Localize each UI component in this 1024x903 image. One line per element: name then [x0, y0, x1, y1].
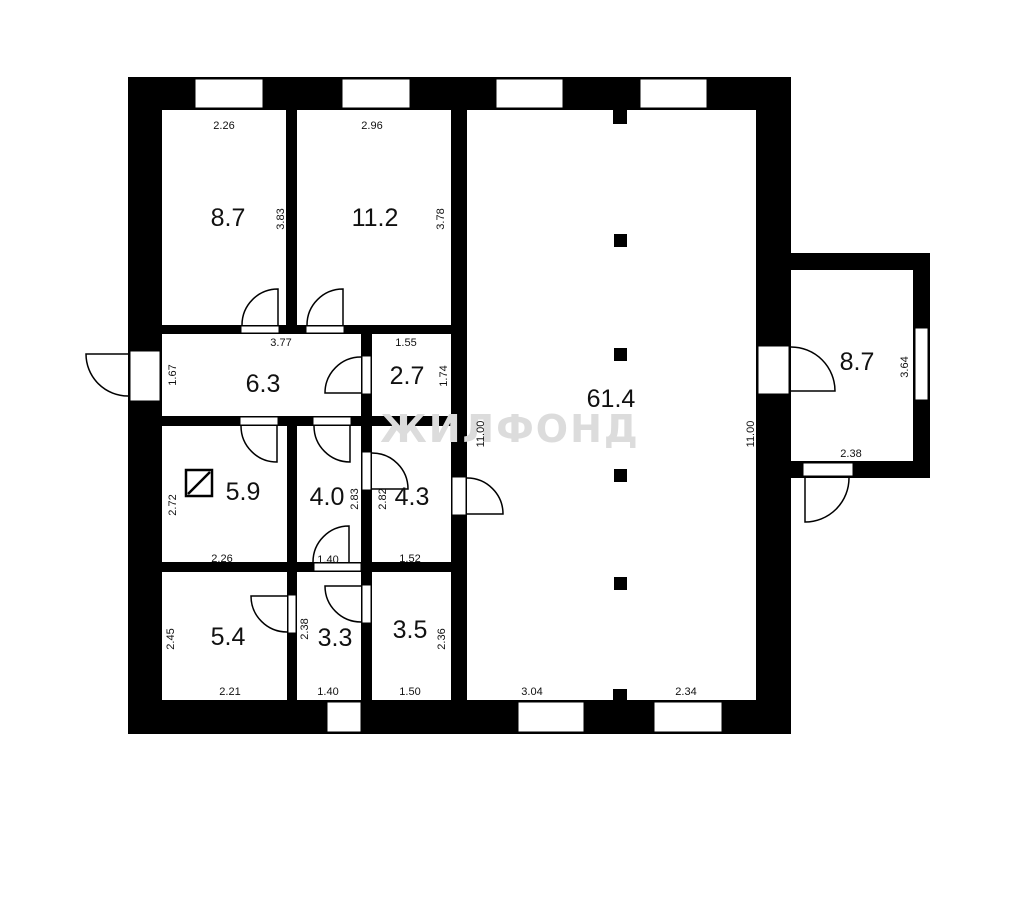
dim-2-38-annex: 2.38 [840, 448, 861, 460]
windows [194, 78, 929, 733]
door-swing-4-0 [313, 425, 351, 463]
door-gap-left-entry [129, 350, 161, 402]
door-openings [129, 325, 854, 733]
room-area-8-7: 8.7 [211, 204, 246, 232]
room-area-4-3: 4.3 [395, 483, 430, 511]
dim-1-50: 1.50 [399, 686, 420, 698]
door-swing-4-3 [371, 452, 409, 490]
dim-2-38-small: 2.38 [299, 618, 311, 639]
door-swing-annex [790, 346, 836, 392]
dim-2-96: 2.96 [361, 120, 382, 132]
dim-2-83: 2.83 [349, 488, 361, 509]
dim-1-52: 1.52 [399, 553, 420, 565]
column-4 [614, 469, 627, 482]
wall-left [128, 77, 162, 734]
dim-2-82: 2.82 [377, 488, 389, 509]
window-top-4 [639, 78, 708, 109]
wall-between-rooms-top [286, 110, 297, 325]
window-bottom-1 [517, 701, 585, 733]
dim-1-74: 1.74 [438, 365, 450, 386]
door-swing-5-4 [250, 595, 288, 633]
door-gap-3-5 [361, 584, 372, 624]
room-area-5-4: 5.4 [211, 623, 246, 651]
door-swing-left-entry [85, 353, 129, 397]
door-gap-hall [451, 476, 467, 516]
window-top-3 [495, 78, 564, 109]
wall-right [756, 77, 791, 734]
door-swing-small [324, 356, 362, 394]
room-area-annex-8-7: 8.7 [840, 348, 875, 376]
window-bottom-2 [653, 701, 723, 733]
door-gap-bottom [326, 701, 362, 733]
door-swing-hall [466, 477, 504, 515]
room-area-11-2: 11.2 [352, 204, 399, 232]
door-gap-annex-bottom [802, 462, 854, 477]
dim-2-36: 2.36 [436, 628, 448, 649]
dim-2-34: 2.34 [675, 686, 696, 698]
door-gap-annex [757, 345, 790, 395]
door-swing-3-5 [324, 585, 362, 623]
dim-2-72: 2.72 [167, 494, 179, 515]
dim-3-83: 3.83 [275, 208, 287, 229]
columns [613, 110, 627, 702]
wall-main-divider [451, 110, 467, 700]
dim-2-26-top: 2.26 [213, 120, 234, 132]
column-6 [613, 689, 627, 702]
column-3 [614, 348, 627, 361]
door-swing-5-9 [240, 425, 278, 463]
dim-2-26-mid: 2.26 [211, 553, 232, 565]
dim-3-64: 3.64 [899, 356, 911, 377]
dim-3-78: 3.78 [435, 208, 447, 229]
door-swing-annex-bottom [804, 477, 850, 523]
door-gap-5-4 [287, 594, 297, 634]
dim-1-67: 1.67 [167, 364, 179, 385]
door-swing-room1 [241, 288, 279, 326]
meter-symbol-icon [184, 468, 214, 498]
door-swing-lower-mid [312, 525, 350, 563]
room-area-4-0: 4.0 [310, 483, 345, 511]
door-gap-room2 [305, 325, 345, 334]
column-5 [614, 577, 627, 590]
window-top-2 [341, 78, 411, 109]
dim-2-21: 2.21 [219, 686, 240, 698]
column-1 [613, 110, 627, 124]
wall-corridor-bottom [162, 416, 451, 426]
dim-1-40-mid: 1.40 [317, 554, 338, 566]
dim-11-00-left: 11.00 [475, 421, 487, 448]
watermark: ЖИЛФОНД [380, 407, 640, 451]
dim-2-45: 2.45 [165, 628, 177, 649]
dim-3-77: 3.77 [270, 337, 291, 349]
dim-3-04: 3.04 [521, 686, 542, 698]
column-2 [614, 234, 627, 247]
room-areas: 8.7 11.2 61.4 8.7 6.3 2.7 5.9 4.0 4.3 5.… [211, 204, 875, 652]
dimensions: 2.26 2.96 3.83 3.78 3.77 1.55 1.67 1.74 … [165, 120, 911, 698]
room-area-3-3: 3.3 [318, 624, 353, 652]
wall-lower-horizontal [162, 562, 451, 572]
room-area-6-3: 6.3 [246, 370, 281, 398]
door-gap-small [361, 355, 372, 395]
door-gap-room1 [240, 325, 280, 334]
door-gap-4-0 [312, 416, 352, 426]
window-annex [914, 327, 929, 401]
dim-1-55: 1.55 [395, 337, 416, 349]
window-top-1 [194, 78, 264, 109]
room-area-3-5: 3.5 [393, 616, 428, 644]
door-gap-4-3 [361, 451, 372, 491]
dim-1-40-bottom: 1.40 [317, 686, 338, 698]
room-area-61-4: 61.4 [587, 385, 636, 413]
door-gap-5-9 [239, 416, 279, 426]
door-gap-lower-mid [313, 562, 362, 572]
room-area-5-9: 5.9 [226, 478, 261, 506]
interior-walls [162, 110, 467, 700]
room-area-2-7: 2.7 [390, 362, 425, 390]
dim-11-00-right: 11.00 [745, 421, 757, 448]
annex-wall-top [791, 253, 930, 270]
door-swing-room2 [306, 288, 344, 326]
door-swings [85, 288, 850, 633]
